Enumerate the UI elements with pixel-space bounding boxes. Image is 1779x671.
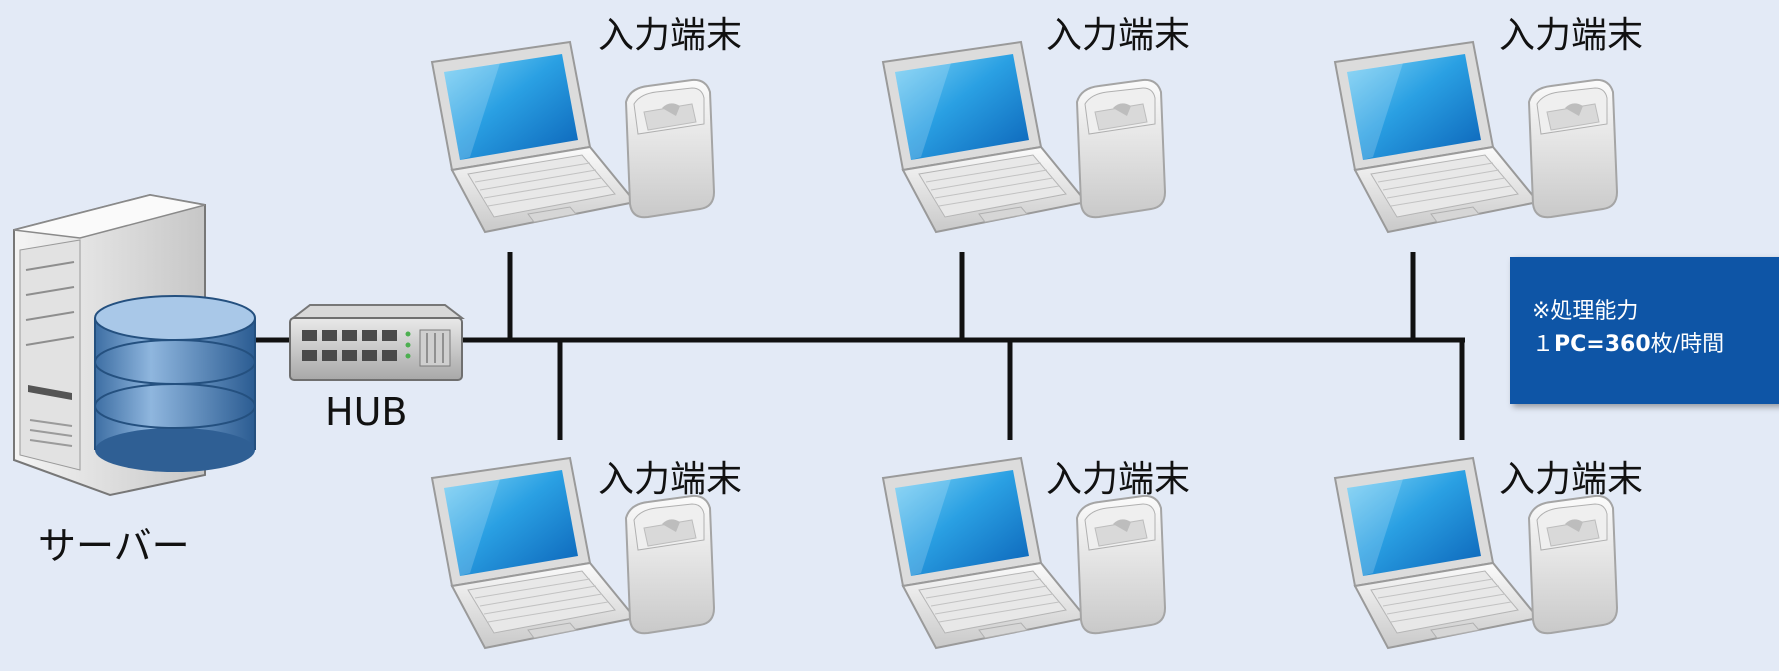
hub-icon xyxy=(289,304,465,381)
terminal-label-3: 入力端末 xyxy=(1499,15,1644,56)
terminal-label-2: 入力端末 xyxy=(1046,15,1191,56)
terminal-icon-2 xyxy=(882,41,1166,233)
terminal-label-6: 入力端末 xyxy=(1499,459,1644,500)
server-icon xyxy=(13,193,256,497)
capacity-note-title: ※処理能力 xyxy=(1532,299,1639,324)
capacity-rate: PC=360 xyxy=(1554,332,1651,357)
capacity-unit: 枚/時間 xyxy=(1650,332,1725,357)
capacity-note-value: １PC=360枚/時間 xyxy=(1532,328,1779,361)
hub-label: HUB xyxy=(325,390,408,434)
terminal-icon-3 xyxy=(1334,41,1618,233)
terminal-label-1: 入力端末 xyxy=(598,15,743,56)
terminal-label-5: 入力端末 xyxy=(1046,459,1191,500)
network-lines xyxy=(250,252,1465,440)
terminal-label-4: 入力端末 xyxy=(598,459,743,500)
terminal-icon-1 xyxy=(431,41,715,233)
capacity-prefix: １ xyxy=(1532,332,1555,357)
capacity-note: ※処理能力 １PC=360枚/時間 xyxy=(1510,257,1779,404)
server-label: サーバー xyxy=(38,524,190,568)
